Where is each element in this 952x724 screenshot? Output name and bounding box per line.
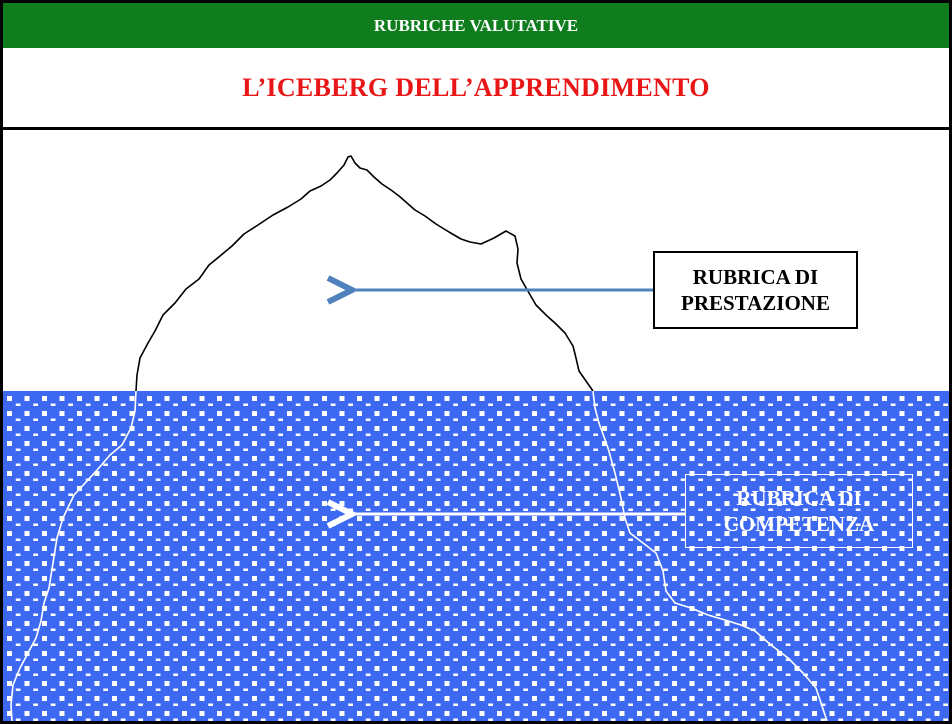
header-bar: RUBRICHE VALUTATIVE (3, 3, 949, 48)
rubrica-prestazione-line-1: RUBRICA DI (692, 265, 819, 289)
header-title: RUBRICHE VALUTATIVE (373, 15, 579, 35)
rubrica-competenza-line-1: RUBRICA DI (736, 486, 862, 510)
rubrica-prestazione-line-2: PRESTAZIONE (681, 291, 830, 315)
rubrica-competenza-box: RUBRICA DI COMPETENZA (685, 474, 913, 548)
iceberg-below-outline-right (592, 390, 828, 721)
iceberg-above-outline (135, 155, 594, 392)
page-title: L’ICEBERG DELL’APPRENDIMENTO (242, 72, 710, 102)
iceberg-diagram (3, 155, 949, 721)
rubrica-prestazione-box: RUBRICA DI PRESTAZIONE (653, 251, 858, 329)
title-area: L’ICEBERG DELL’APPRENDIMENTO (3, 48, 949, 130)
rubrica-competenza-line-2: COMPETENZA (723, 512, 875, 536)
iceberg-below-outline-left (10, 390, 137, 721)
water-dot-pattern (3, 391, 949, 721)
